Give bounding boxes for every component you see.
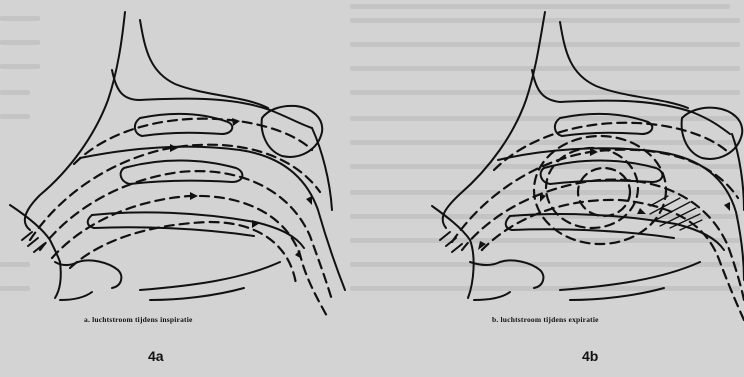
figure-b-caption: b. luchtstroom tijdens expiratie xyxy=(492,315,599,324)
figure-a-drawing xyxy=(10,12,345,318)
figure-a-caption: a. luchtstroom tijdens inspiratie xyxy=(84,315,193,324)
figure-a-number: 4a xyxy=(148,348,164,364)
figure-b-drawing xyxy=(432,12,744,320)
figure-b-number: 4b xyxy=(582,348,598,364)
